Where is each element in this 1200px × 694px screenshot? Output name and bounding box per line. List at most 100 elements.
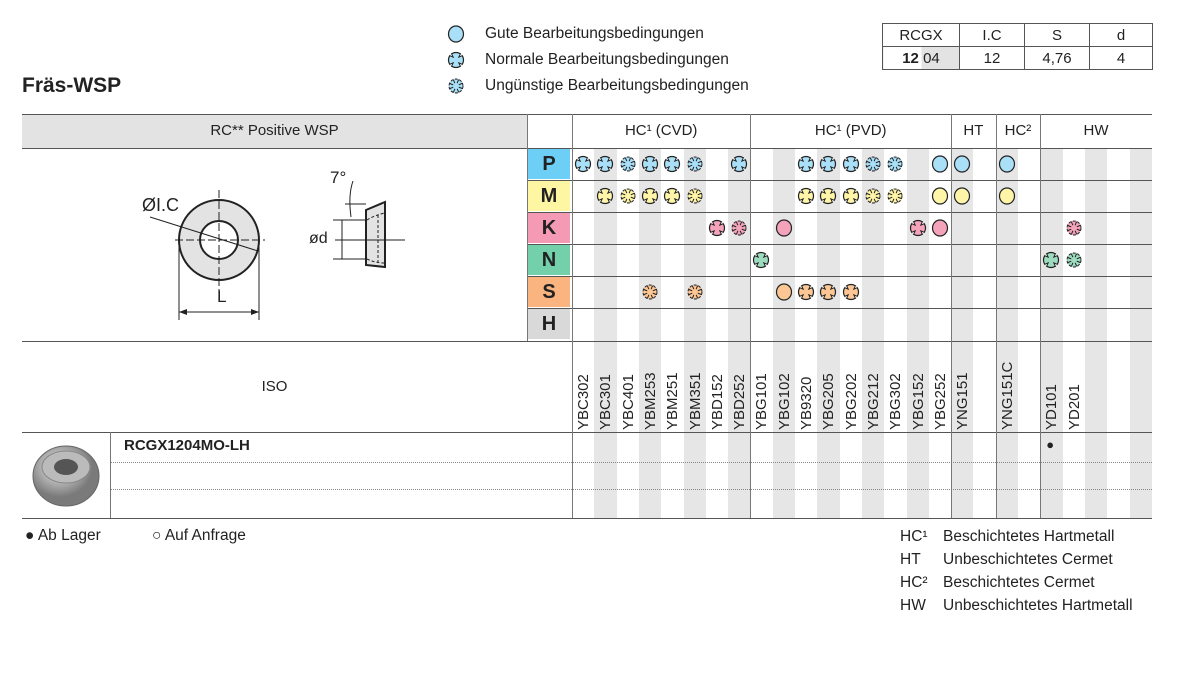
grade-column-label: YB9320 [798,376,815,430]
normal-condition-icon [664,187,681,205]
table-divider [527,114,528,341]
legend-label: Gute Bearbeitungsbedingungen [485,25,704,42]
normal-condition-icon [730,155,748,173]
column-stripe [594,149,617,518]
grade-group-header: HC¹ (CVD) [624,122,698,139]
column-stripe [861,149,885,518]
good-condition-icon [447,25,465,43]
good-condition-icon [775,219,792,237]
normal-condition-icon [574,155,592,173]
column-stripe [1084,149,1108,518]
normal-condition-icon [664,155,681,173]
table-divider [750,114,752,518]
page-title: Fräs-WSP [22,74,122,97]
material-group-H: H [528,309,570,339]
grade-column-label: YNG151 [954,372,972,430]
good-condition-icon [953,155,971,173]
code-size: 12 [902,49,919,67]
grade-column-label: YBG252 [931,373,949,430]
length-label: L [217,287,227,306]
legend-stock: ● Ab Lager [25,527,101,544]
grade-group-header: HC¹ (PVD) [814,122,887,139]
in-stock-dot: ● [1046,437,1055,452]
spec-value: 4 [1089,46,1153,70]
grade-column-label: YBM351 [686,372,704,430]
good-condition-icon [931,219,948,237]
note-abbr: HC² [900,574,928,591]
grade-group-header: HC² [1004,122,1032,139]
table-rule [527,276,1152,277]
column-stripe [995,149,1018,518]
grade-column-label: YNG151C [998,361,1016,430]
product-name[interactable]: RCGX1204MO-LH [124,437,250,454]
good-condition-icon [998,187,1015,205]
normal-condition-icon [820,187,837,205]
unfavorable-condition-icon [1066,220,1082,236]
grade-column-label: YD201 [1065,384,1083,430]
normal-condition-icon [820,283,837,301]
table-header-bg [22,115,527,148]
grade-group-header: HW [1083,122,1109,139]
unfavorable-condition-icon [620,188,636,204]
table-rule [22,432,1152,433]
note-abbr: HW [900,597,926,614]
spec-table: RCGX I.C S d 12 04 12 4,76 4 [882,23,1153,70]
unfavorable-condition-icon [687,284,702,300]
note-abbr: HC¹ [900,528,928,545]
abbreviation-note: HW Unbeschichtetes Hartmetall [900,597,1133,615]
product-image [32,445,100,507]
material-group-N: N [528,245,570,275]
table-divider [951,114,953,518]
grade-column-label: YBC302 [575,374,592,430]
table-rule [527,308,1152,309]
table-rule [527,212,1152,213]
table-divider [1040,114,1042,518]
table-divider [995,114,997,518]
column-stripe [1129,149,1152,518]
spec-header: RCGX [882,23,960,47]
normal-condition-icon [708,219,725,237]
column-stripe [683,149,706,518]
spec-code: 12 04 [882,46,960,70]
unfavorable-condition-icon [731,220,747,236]
grade-column-label: YBG205 [820,373,838,430]
good-condition-icon [931,187,948,205]
grade-column-label: YBG212 [864,373,882,430]
grade-group-header: HT [963,122,984,139]
note-text: Beschichtetes Cermet [943,574,1095,591]
grade-column-label: YBC401 [619,374,637,430]
unfavorable-condition-icon [1066,252,1082,268]
grade-column-label: YBM253 [641,372,659,430]
normal-condition-icon [447,51,465,69]
table-rule [22,148,1152,149]
normal-condition-icon [1043,251,1060,269]
table-rule [22,114,1152,115]
column-stripe [951,149,974,518]
grade-column-label: YBD152 [708,374,726,430]
normal-condition-icon [597,187,614,205]
material-group-S: S [528,277,570,307]
good-condition-icon [931,155,948,173]
d-label: ød [309,230,328,247]
note-text: Unbeschichtetes Hartmetall [943,597,1133,614]
abbreviation-note: HC² Beschichtetes Cermet [900,574,1095,592]
grade-column-label: YD101 [1043,384,1061,430]
normal-condition-icon [797,187,815,205]
unfavorable-condition-icon [865,188,881,204]
unfavorable-condition-icon [687,188,702,204]
row-divider [110,462,1152,463]
stock-label: Ab Lager [37,527,101,544]
request-label: Auf Anfrage [164,527,246,544]
unfavorable-condition-icon [687,156,702,172]
normal-condition-icon [597,155,614,173]
normal-condition-icon [797,283,815,301]
good-condition-icon [775,283,792,301]
normal-condition-icon [797,155,815,173]
note-text: Beschichtetes Hartmetall [943,528,1115,545]
legend-item-g: Gute Bearbeitungsbedingungen [447,25,704,43]
column-stripe [772,149,795,518]
spec-header: I.C [959,23,1025,47]
iso-label: ISO [261,378,288,395]
note-text: Unbeschichtetes Cermet [943,551,1113,568]
note-abbr: HT [900,551,921,568]
